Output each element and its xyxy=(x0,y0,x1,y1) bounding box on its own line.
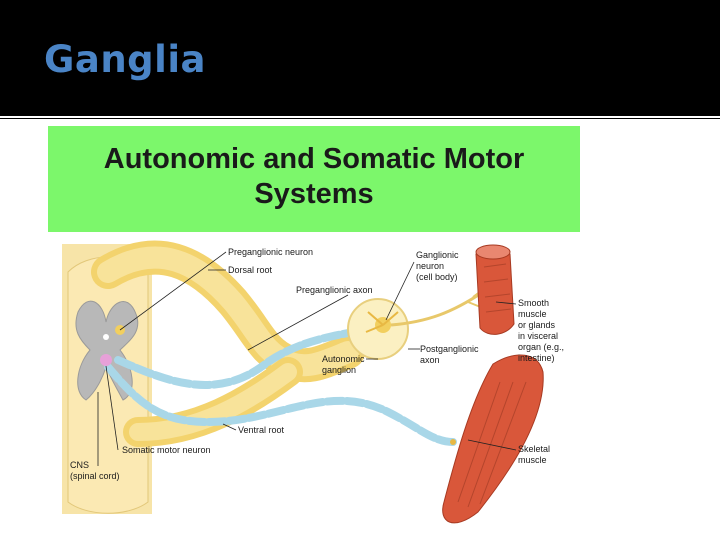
label-preganglionic-axon: Preganglionic axon xyxy=(296,285,373,295)
label-postganglionic-axon-1: Postganglionic xyxy=(420,344,479,354)
label-smooth-muscle-4: in visceral xyxy=(518,331,558,341)
neuron-diagram: Preganglionic neuron Dorsal root Pregang… xyxy=(48,232,580,526)
label-skeletal-muscle-1: Skeletal xyxy=(518,444,550,454)
skeletal-muscle xyxy=(443,355,544,523)
figure-header: Autonomic and Somatic Motor Systems xyxy=(48,126,580,232)
label-preganglionic-neuron: Preganglionic neuron xyxy=(228,247,313,257)
label-ganglionic-neuron-3: (cell body) xyxy=(416,272,458,282)
figure-title-line-2: Systems xyxy=(48,177,580,212)
title-bar: Ganglia xyxy=(0,0,720,113)
smooth-muscle xyxy=(476,245,514,334)
slide-title: Ganglia xyxy=(44,38,206,81)
label-smooth-muscle-6: intestine) xyxy=(518,353,555,363)
label-dorsal-root: Dorsal root xyxy=(228,265,273,275)
label-cns-1: CNS xyxy=(70,460,89,470)
figure-title-line-1: Autonomic and Somatic Motor xyxy=(48,142,580,177)
label-smooth-muscle-3: or glands xyxy=(518,320,556,330)
label-ganglionic-neuron-1: Ganglionic xyxy=(416,250,459,260)
title-divider xyxy=(0,113,720,116)
label-ventral-root: Ventral root xyxy=(238,425,285,435)
label-skeletal-muscle-2: muscle xyxy=(518,455,547,465)
autonomic-ganglion xyxy=(348,299,408,359)
label-smooth-muscle-1: Smooth xyxy=(518,298,549,308)
label-smooth-muscle-5: organ (e.g., xyxy=(518,342,564,352)
label-smooth-muscle-2: muscle xyxy=(518,309,547,319)
label-autonomic-ganglion-1: Autonomic xyxy=(322,354,365,364)
figure: Autonomic and Somatic Motor Systems xyxy=(48,126,580,526)
label-postganglionic-axon-2: axon xyxy=(420,355,440,365)
label-ganglionic-neuron-2: neuron xyxy=(416,261,444,271)
label-autonomic-ganglion-2: ganglion xyxy=(322,365,356,375)
title-divider-thin xyxy=(0,118,720,119)
label-somatic-motor-neuron: Somatic motor neuron xyxy=(122,445,211,455)
figure-title: Autonomic and Somatic Motor Systems xyxy=(48,142,580,212)
label-cns-2: (spinal cord) xyxy=(70,471,120,481)
